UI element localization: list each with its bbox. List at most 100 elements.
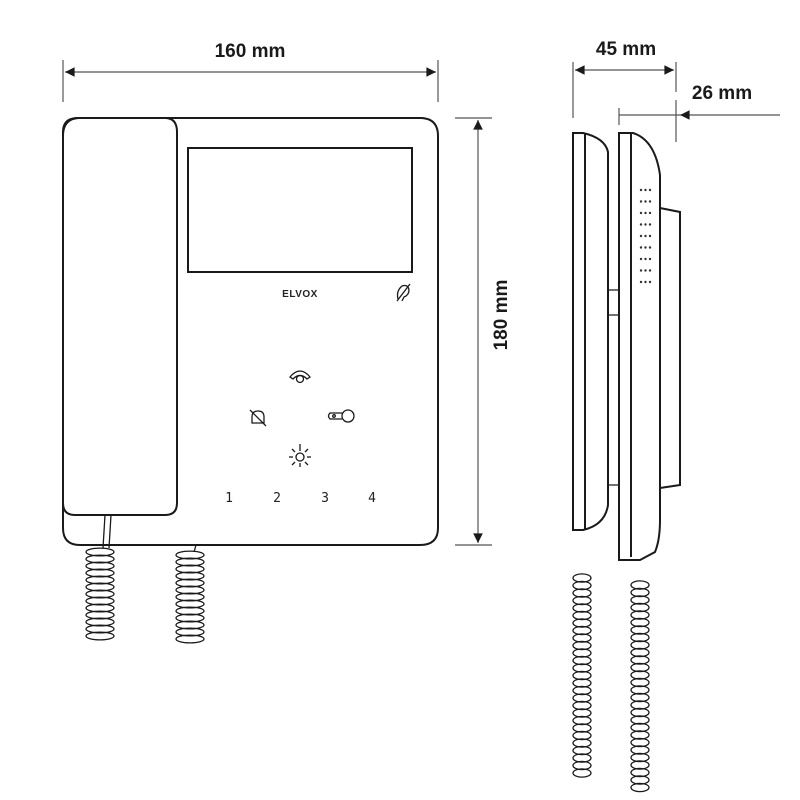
cord-coil	[630, 707, 650, 718]
cord-coil	[630, 752, 650, 763]
monitor-body	[62, 117, 439, 546]
grille-hole	[644, 257, 647, 261]
grille-hole	[639, 246, 643, 249]
grille-hole	[639, 200, 643, 203]
depth-base-label: 26 mm	[692, 83, 752, 104]
cord-coil	[85, 561, 115, 571]
cord-coil	[630, 625, 650, 635]
coiled-cords-side	[572, 573, 650, 793]
cord-coil	[630, 700, 650, 710]
cord-coil	[630, 640, 650, 650]
depth-dimension-total: 45 mm	[572, 39, 677, 118]
cord-coil	[572, 693, 592, 703]
cord-coil	[572, 685, 592, 696]
speaker-grille	[639, 188, 652, 284]
grille-hole	[644, 188, 647, 192]
handset	[62, 117, 178, 516]
cord-coil	[85, 631, 115, 641]
cord-coil	[572, 670, 592, 681]
cord-coil	[630, 602, 650, 613]
cord-coil	[630, 632, 650, 643]
grille-hole	[639, 211, 643, 215]
cord-coil	[85, 596, 115, 606]
mute-bell-icon	[249, 409, 267, 427]
grille-hole	[639, 257, 643, 261]
cord-coil	[572, 625, 592, 636]
grille-hole	[644, 234, 647, 238]
width-label: 160 mm	[215, 41, 286, 62]
cord-coil	[572, 678, 592, 688]
cord-coil	[572, 738, 592, 748]
grille-hole	[648, 269, 652, 272]
grille-hole	[644, 223, 647, 226]
cord-coil	[630, 677, 650, 688]
grille-hole	[648, 200, 652, 203]
grille-hole	[644, 246, 647, 249]
cord-coil	[85, 547, 115, 557]
front-view: ELVOX 1 2 3 4	[62, 117, 439, 644]
cord-coil	[572, 715, 592, 726]
cord-coil	[630, 722, 650, 733]
cord-coil	[572, 753, 592, 763]
cord-coil	[572, 610, 592, 621]
cord-coil	[572, 708, 592, 718]
cord-coil	[85, 617, 115, 627]
brand-logo: ELVOX	[282, 289, 318, 300]
button-4: 4	[368, 491, 376, 506]
cord-coil	[175, 634, 205, 644]
cord-coil	[630, 767, 650, 778]
cord-coil	[572, 640, 592, 651]
cord-coil	[175, 571, 205, 581]
grille-hole	[639, 234, 643, 238]
grille-hole	[648, 246, 652, 249]
handset-icon	[289, 370, 311, 384]
side-view	[572, 132, 681, 793]
width-dimension: 160 mm	[62, 41, 439, 102]
door-key-icon	[327, 409, 355, 423]
grille-hole	[648, 280, 652, 284]
cord-coil	[572, 760, 592, 771]
cord-coil	[630, 715, 650, 725]
grille-hole	[648, 188, 652, 192]
cord-coil	[85, 568, 115, 578]
cord-coil	[630, 580, 650, 590]
grille-hole	[639, 223, 643, 226]
cord-coil	[85, 575, 115, 585]
cord-coil	[630, 595, 650, 605]
cord-coil	[572, 700, 592, 711]
cord-coil	[630, 662, 650, 673]
cord-coil	[572, 633, 592, 643]
wall-bracket	[659, 207, 681, 489]
screen	[187, 147, 413, 273]
button-3: 3	[321, 491, 329, 506]
handset-side	[572, 132, 609, 531]
coiled-cords-front	[85, 547, 205, 644]
cord-coil	[572, 655, 592, 666]
grille-hole	[639, 280, 643, 284]
cord-coil	[572, 745, 592, 756]
cord-coil	[175, 606, 205, 616]
cord-coil	[630, 782, 650, 793]
cord-coil	[572, 730, 592, 741]
grille-hole	[639, 269, 643, 272]
cord-coil	[572, 663, 592, 673]
cord-coil	[85, 554, 115, 564]
cord-coil	[630, 775, 650, 785]
cord-coil	[572, 723, 592, 733]
cord-coil	[630, 737, 650, 748]
grille-hole	[648, 257, 652, 261]
cord-coil	[572, 588, 592, 598]
cord-coil	[572, 603, 592, 613]
grille-hole	[648, 234, 652, 238]
hearing-aid-icon	[396, 283, 411, 302]
cord-coil	[630, 647, 650, 658]
cord-coil	[85, 603, 115, 613]
cord-coil	[175, 564, 205, 574]
cord-coil	[630, 730, 650, 740]
grille-hole	[648, 223, 652, 226]
cord-coil	[175, 627, 205, 637]
height-dimension: 180 mm	[455, 117, 512, 546]
cord-coil	[630, 617, 650, 628]
cord-coil	[85, 610, 115, 620]
